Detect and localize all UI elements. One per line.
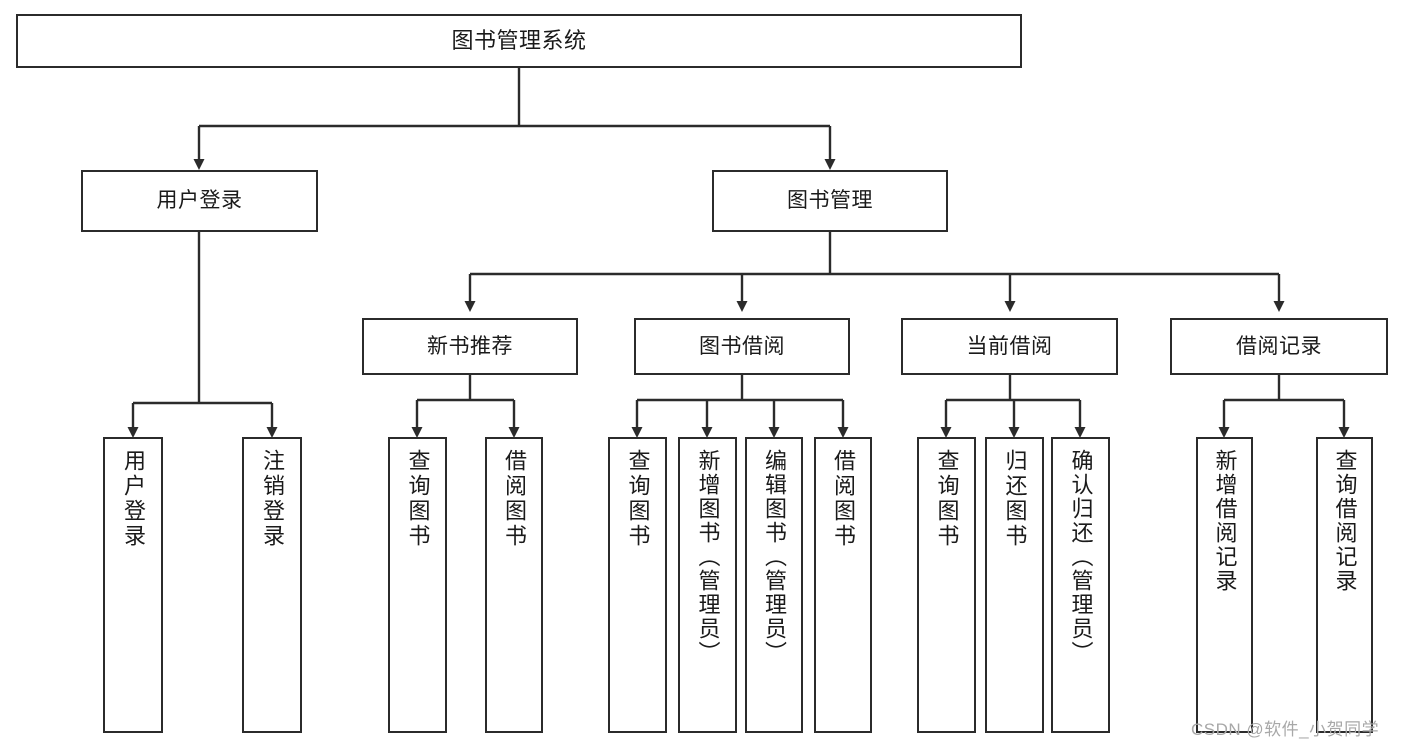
leaf-book-borrow-edit[interactable]: 编辑图书（管理员） [745, 437, 803, 733]
node-label: 编辑图书（管理员） [762, 449, 787, 665]
node-borrow-record[interactable]: 借阅记录 [1170, 318, 1388, 375]
node-label: 确认归还（管理员） [1068, 449, 1094, 665]
node-label: 查询借阅记录 [1332, 449, 1358, 593]
node-label: 借阅记录 [1236, 334, 1322, 358]
leaf-current-borrow-confirm[interactable]: 确认归还（管理员） [1051, 437, 1110, 733]
node-user-login[interactable]: 用户登录 [81, 170, 318, 232]
leaf-user-login-logout[interactable]: 注销登录 [242, 437, 302, 733]
node-label: 注销登录 [260, 449, 285, 549]
leaf-book-borrow-borrow[interactable]: 借阅图书 [814, 437, 872, 733]
node-label: 当前借阅 [966, 334, 1053, 358]
leaf-new-book-borrow[interactable]: 借阅图书 [485, 437, 543, 733]
leaf-current-borrow-return[interactable]: 归还图书 [985, 437, 1044, 733]
leaf-user-login-login[interactable]: 用户登录 [103, 437, 163, 733]
node-label: 用户登录 [121, 449, 146, 549]
node-label: 图书管理 [787, 189, 873, 213]
node-label: 归还图书 [1002, 449, 1028, 549]
leaf-new-book-query[interactable]: 查询图书 [388, 437, 447, 733]
leaf-current-borrow-query[interactable]: 查询图书 [917, 437, 976, 733]
node-book-borrow[interactable]: 图书借阅 [634, 318, 850, 375]
node-label: 图书管理系统 [451, 27, 587, 53]
node-label: 新增借阅记录 [1212, 449, 1238, 593]
leaf-borrow-record-add[interactable]: 新增借阅记录 [1196, 437, 1253, 733]
node-label: 图书借阅 [699, 334, 785, 358]
node-label: 新书推荐 [427, 334, 513, 358]
node-label: 查询图书 [625, 449, 651, 549]
node-current-borrow[interactable]: 当前借阅 [901, 318, 1118, 375]
node-book-management[interactable]: 图书管理 [712, 170, 948, 232]
leaf-book-borrow-add[interactable]: 新增图书（管理员） [678, 437, 737, 733]
node-label: 用户登录 [156, 189, 243, 213]
node-label: 借阅图书 [502, 449, 527, 549]
leaf-borrow-record-query[interactable]: 查询借阅记录 [1316, 437, 1373, 733]
csdn-watermark: CSDN @软件_小贺同学 [1191, 720, 1380, 739]
node-label: 查询图书 [405, 449, 431, 549]
node-root-system[interactable]: 图书管理系统 [16, 14, 1022, 68]
leaf-book-borrow-query[interactable]: 查询图书 [608, 437, 667, 733]
node-label: 借阅图书 [831, 449, 856, 549]
node-new-book-recommend[interactable]: 新书推荐 [362, 318, 578, 375]
node-label: 新增图书（管理员） [695, 449, 721, 665]
node-label: 查询图书 [934, 449, 960, 549]
